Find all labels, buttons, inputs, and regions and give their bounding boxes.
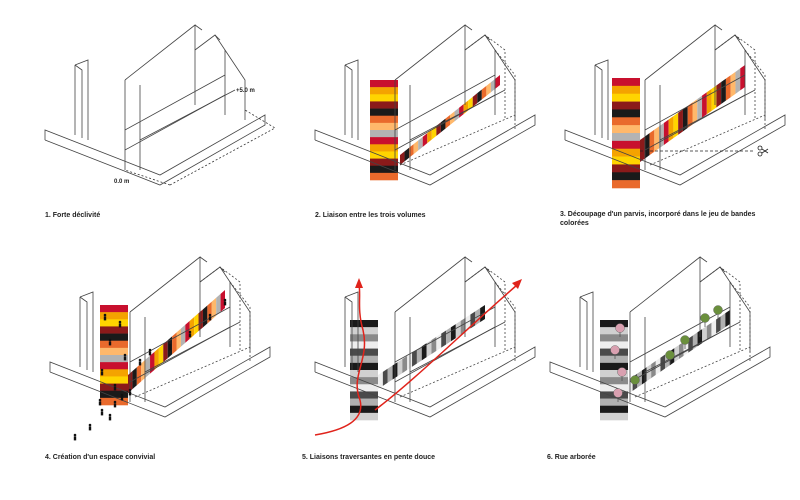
person-icon xyxy=(113,400,117,408)
arrow-head-vertical xyxy=(355,278,363,288)
person-icon xyxy=(103,313,107,321)
diagram-panel-2: 2. Liaison entre les trois volumes xyxy=(295,20,545,220)
tree-icon xyxy=(613,388,623,402)
caption-3-line2: colorées xyxy=(560,220,589,227)
person-icon xyxy=(148,348,152,356)
building-axonometric-6 xyxy=(549,256,771,421)
caption-1: 1. Forte déclivité xyxy=(45,212,101,219)
diagram-panel-5: 5. Liaisons traversantes en pente douce xyxy=(295,250,545,470)
diagram-panel-3: 3. Découpage d'un parvis, incorporé dans… xyxy=(530,20,800,235)
tree-icon xyxy=(615,323,625,337)
colored-stripe-band xyxy=(100,290,225,406)
building-axonometric-5 xyxy=(314,256,536,436)
person-icon xyxy=(123,353,127,361)
circulation-arrow-diagonal xyxy=(374,284,518,411)
building-axonometric-2 xyxy=(314,24,536,186)
person-icon xyxy=(138,358,142,366)
diagram-panel-4: 4. Création d'un espace convivial xyxy=(30,250,280,470)
caption-6: 6. Rue arborée xyxy=(547,454,596,461)
person-icon xyxy=(100,408,104,416)
person-icon xyxy=(120,393,124,401)
dimension-top-label: +5.0 m xyxy=(236,88,255,94)
tree-icon xyxy=(617,367,627,381)
person-icon xyxy=(108,413,112,421)
colored-stripe-band xyxy=(612,65,745,189)
person-icon xyxy=(98,398,102,406)
tree-icon xyxy=(630,375,640,389)
diagram-panel-1: +5.0 m 0.0 m 1. Forte déclivité xyxy=(30,20,280,220)
person-icon xyxy=(73,433,77,441)
caption-4: 4. Création d'un espace convivial xyxy=(45,454,156,461)
building-axonometric-4 xyxy=(49,256,271,441)
arrow-head-diagonal xyxy=(512,279,522,289)
people-group xyxy=(73,298,227,441)
person-icon xyxy=(223,298,227,306)
person-icon xyxy=(108,338,112,346)
tree-icon xyxy=(680,335,690,349)
person-icon xyxy=(208,313,212,321)
caption-2: 2. Liaison entre les trois volumes xyxy=(315,212,426,219)
caption-5: 5. Liaisons traversantes en pente douce xyxy=(302,454,436,461)
diagram-panel-6: 6. Rue arborée xyxy=(530,250,780,470)
building-axonometric-3 xyxy=(564,24,786,189)
dimension-bottom-label: 0.0 m xyxy=(114,179,129,185)
caption-3-line1: 3. Découpage d'un parvis, incorporé dans… xyxy=(560,211,756,218)
tree-group xyxy=(610,305,723,402)
person-icon xyxy=(128,388,132,396)
person-icon xyxy=(100,368,104,376)
person-icon xyxy=(118,320,122,328)
building-axonometric-1: +5.0 m 0.0 m xyxy=(44,24,276,186)
scissors-icon xyxy=(757,145,769,157)
tree-icon xyxy=(713,305,723,319)
tree-icon xyxy=(700,313,710,327)
person-icon xyxy=(188,330,192,338)
tree-icon xyxy=(610,345,620,359)
person-icon xyxy=(113,383,117,391)
circulation-arrow-vertical xyxy=(314,284,366,436)
tree-icon xyxy=(665,350,675,364)
colored-stripe-band xyxy=(370,75,500,181)
person-icon xyxy=(88,423,92,431)
person-icon xyxy=(168,343,172,351)
